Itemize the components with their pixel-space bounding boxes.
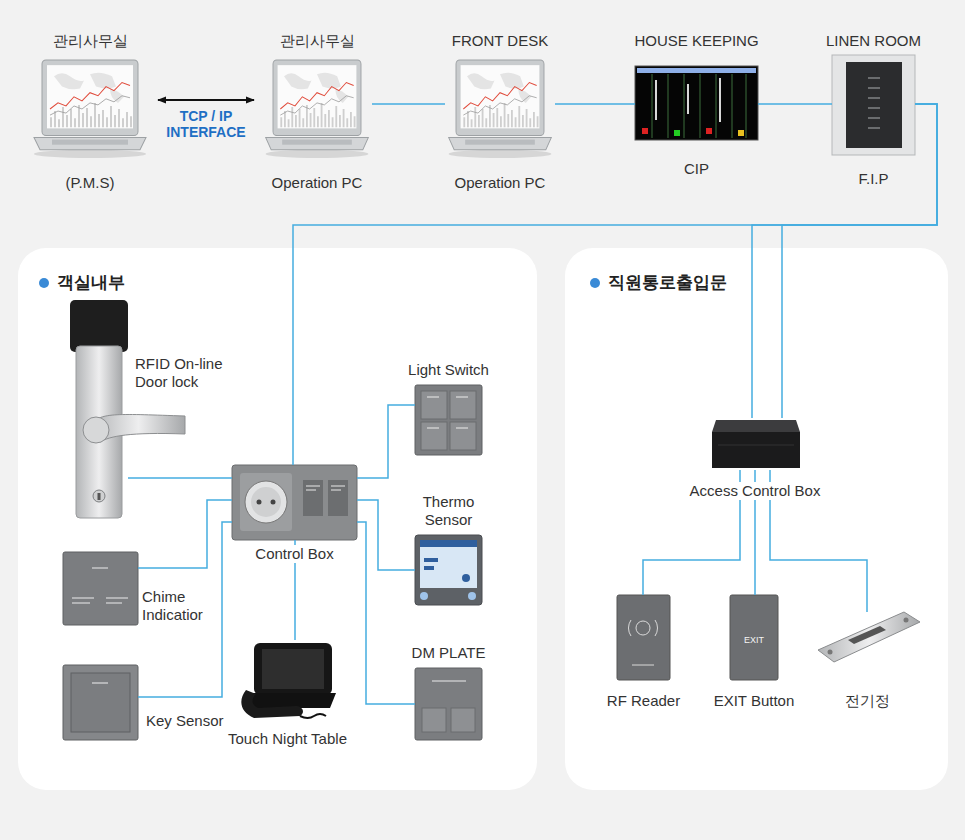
- touch-panel: Touch Night Table: [240, 640, 335, 722]
- control-box: Control Box: [232, 465, 357, 540]
- edge-label: TCP / IP INTERFACE: [160, 108, 252, 140]
- device-caption: 관리사무실: [280, 32, 355, 50]
- device-caption: Thermo Sensor: [417, 493, 481, 529]
- caption-slot: Touch Night Table: [228, 730, 347, 748]
- thermostat: Thermo Sensor: [415, 535, 482, 605]
- device-caption: CIP: [684, 160, 709, 178]
- connector: [294, 540, 296, 640]
- caption-slot: EXIT Button: [714, 692, 795, 710]
- device-caption: 관리사무실: [53, 32, 128, 50]
- caption-slot: HOUSE KEEPING: [634, 32, 758, 50]
- chime-plate: Chime Indicatior: [63, 552, 138, 625]
- laptop-pc: 관리사무실Operation PC: [262, 58, 372, 160]
- device-caption: FRONT DESK: [452, 32, 548, 50]
- device-caption: (P.M.S): [66, 174, 115, 192]
- panel-device: LINEN ROOMF.I.P: [832, 55, 915, 155]
- card-reader: RF Reader: [617, 595, 670, 680]
- monitor-screen: HOUSE KEEPINGCIP: [635, 66, 758, 140]
- laptop-pc: FRONT DESKOperation PC: [445, 58, 555, 160]
- device-caption: Control Box: [252, 545, 336, 563]
- connector: [138, 522, 232, 697]
- connector: [357, 522, 415, 704]
- device-caption: F.I.P: [858, 170, 888, 188]
- caption-slot: Control Box: [252, 545, 336, 563]
- connector: [357, 500, 415, 570]
- caption-slot: 직원통로출입문: [608, 273, 727, 293]
- connector: [555, 103, 635, 105]
- key-sensor: Key Sensor: [63, 665, 138, 740]
- connector: [752, 104, 937, 418]
- connector: [782, 104, 937, 418]
- caption-slot: LINEN ROOM: [826, 32, 921, 50]
- caption-slot: RFID On-line Door lock: [135, 355, 243, 391]
- device-caption: Touch Night Table: [228, 730, 347, 748]
- connector: [138, 500, 232, 568]
- panel-heading: 직원통로출입문: [608, 273, 727, 293]
- panel-heading: 객실내부: [57, 273, 125, 293]
- caption-slot: RF Reader: [607, 692, 680, 710]
- wall-switch: Light Switch: [415, 385, 482, 455]
- connector: [758, 103, 832, 105]
- caption-slot: 전기정: [845, 692, 890, 710]
- device-caption: Light Switch: [408, 361, 489, 379]
- caption-slot: Access Control Box: [687, 482, 824, 500]
- label-slot: EXIT: [744, 636, 764, 645]
- caption-slot: 관리사무실: [53, 32, 128, 50]
- label-slot: TCP / IP INTERFACE: [160, 108, 252, 140]
- caption-slot: Key Sensor: [146, 712, 224, 730]
- device-caption: Access Control Box: [687, 482, 824, 500]
- connector: [770, 470, 867, 612]
- door-lock: RFID On-line Door lock: [68, 300, 128, 518]
- connector: [128, 477, 232, 479]
- caption-slot: Operation PC: [272, 174, 363, 192]
- device-caption: 전기정: [845, 692, 890, 710]
- caption-slot: DM PLATE: [412, 644, 486, 662]
- device-caption: Operation PC: [272, 174, 363, 192]
- laptop-pc: 관리사무실(P.M.S): [30, 58, 150, 160]
- caption-slot: 객실내부: [57, 273, 125, 293]
- connector: [372, 103, 445, 105]
- caption-slot: Thermo Sensor: [417, 493, 481, 529]
- device-caption: RFID On-line Door lock: [135, 355, 243, 391]
- connector: [357, 405, 415, 478]
- connector: [158, 99, 254, 101]
- device-caption: LINEN ROOM: [826, 32, 921, 50]
- region-panel: 직원통로출입문Access Control BoxRF ReaderEXIT B…: [565, 248, 948, 790]
- caption-slot: Light Switch: [408, 361, 489, 379]
- connector: [643, 470, 740, 595]
- caption-slot: Chime Indicatior: [142, 588, 224, 624]
- device-caption: Key Sensor: [146, 712, 224, 730]
- electric-strike: 전기정: [815, 612, 920, 662]
- connector: [754, 470, 756, 595]
- caption-slot: (P.M.S): [66, 174, 115, 192]
- caption-slot: F.I.P: [858, 170, 888, 188]
- device-caption: Chime Indicatior: [142, 588, 224, 624]
- caption-slot: FRONT DESK: [452, 32, 548, 50]
- device-caption: HOUSE KEEPING: [634, 32, 758, 50]
- device-caption: RF Reader: [607, 692, 680, 710]
- access-control-box: Access Control Box: [710, 418, 800, 470]
- caption-slot: CIP: [684, 160, 709, 178]
- device-caption: Operation PC: [455, 174, 546, 192]
- device-caption: EXIT Button: [714, 692, 795, 710]
- device-caption: DM PLATE: [412, 644, 486, 662]
- connector: [293, 104, 937, 465]
- caption-slot: 관리사무실: [280, 32, 355, 50]
- dm-plate: DM PLATE: [415, 668, 482, 740]
- button-marking: EXIT: [744, 636, 764, 645]
- region-panel: 객실내부RFID On-line Door lockLight SwitchCo…: [18, 248, 537, 790]
- caption-slot: Operation PC: [455, 174, 546, 192]
